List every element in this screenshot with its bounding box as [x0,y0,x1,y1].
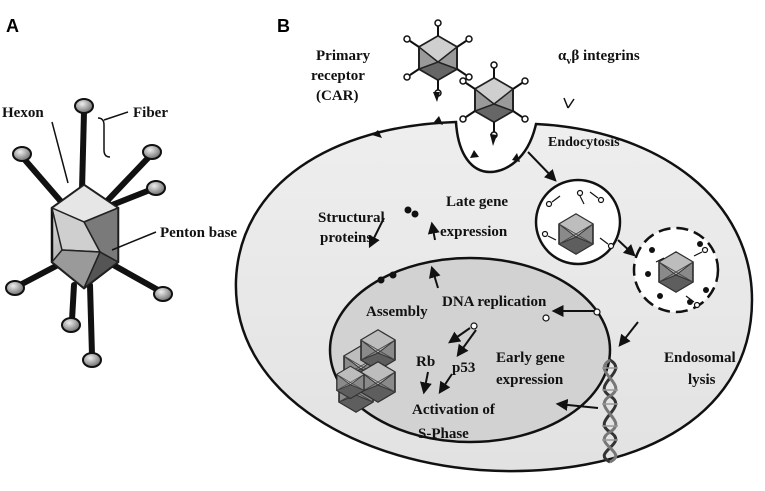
arrow-p53-activation [438,373,453,394]
panel-label-b: B [277,16,290,36]
lysing-endosome [632,226,720,314]
endosomal-lysis-label-line2: lysis [688,372,716,388]
integrins-label: αvβ integrins [558,48,640,67]
endosome [534,178,622,266]
car-receptor-icon [434,116,443,125]
fiber-shafts [17,109,161,358]
arrow-dna-to-late [429,265,441,289]
binding-virus-icon [459,61,529,139]
nucleus [328,256,612,444]
early-gene-label-line2: expression [496,372,564,388]
adenovirus-particle [5,98,173,368]
primary-receptor-label-line1: Primary [316,48,371,64]
hexon-leader [51,121,69,184]
arrow-late-gene [427,221,440,241]
early-gene-label-line1: Early gene [496,350,565,366]
activation-label-line2: S-Phase [418,426,469,442]
arrow-dna-to-early [555,398,599,411]
capsid-icosahedron [50,183,120,290]
car-receptor-icon [470,150,479,158]
virus-receptor-anchor-icon [433,92,440,102]
penton-base-label: Penton base [160,225,237,241]
late-gene-label-line2: expression [440,224,508,240]
arrow-to-lysis [617,239,636,257]
car-receptor-icon [512,153,520,162]
fiber-label: Fiber [133,105,168,121]
arrow-endocytosis [527,151,557,182]
arrow-structural [368,217,385,249]
arrow-to-p53 [456,329,477,357]
viral-dna-helix-icon [602,358,618,464]
incoming-virus-icon [403,19,473,97]
penton-base-leader [111,231,157,251]
virus-receptor-anchor-icon [490,134,497,146]
endocytosis-label: Endocytosis [548,135,620,150]
structural-proteins-label-line1: Structural [318,210,385,226]
arrow-to-dna [618,321,639,347]
structural-proteins-label-line2: proteins [320,230,372,246]
late-gene-label-line1: Late gene [446,194,508,210]
primary-receptor-label-line3: (CAR) [316,88,359,104]
integrin-icon [563,97,575,109]
hexon-label: Hexon [2,105,44,121]
dna-replication-label: DNA replication [442,294,547,310]
fiber-knobs [5,98,173,368]
car-receptor-icon [372,130,382,138]
arrow-to-rb [448,327,471,344]
primary-receptor-label-line2: receptor [311,68,365,84]
rb-label: Rb [416,354,435,370]
arrow-rb-activation [419,371,432,395]
protein-dots [377,206,419,284]
fiber-bracket [97,111,129,158]
assembly-label: Assembly [366,304,428,320]
activation-label-line1: Activation of [412,402,496,418]
panel-label-a: A [6,16,19,36]
endosomal-lysis-label-line1: Endosomal [664,350,736,366]
p53-label: p53 [452,360,475,376]
